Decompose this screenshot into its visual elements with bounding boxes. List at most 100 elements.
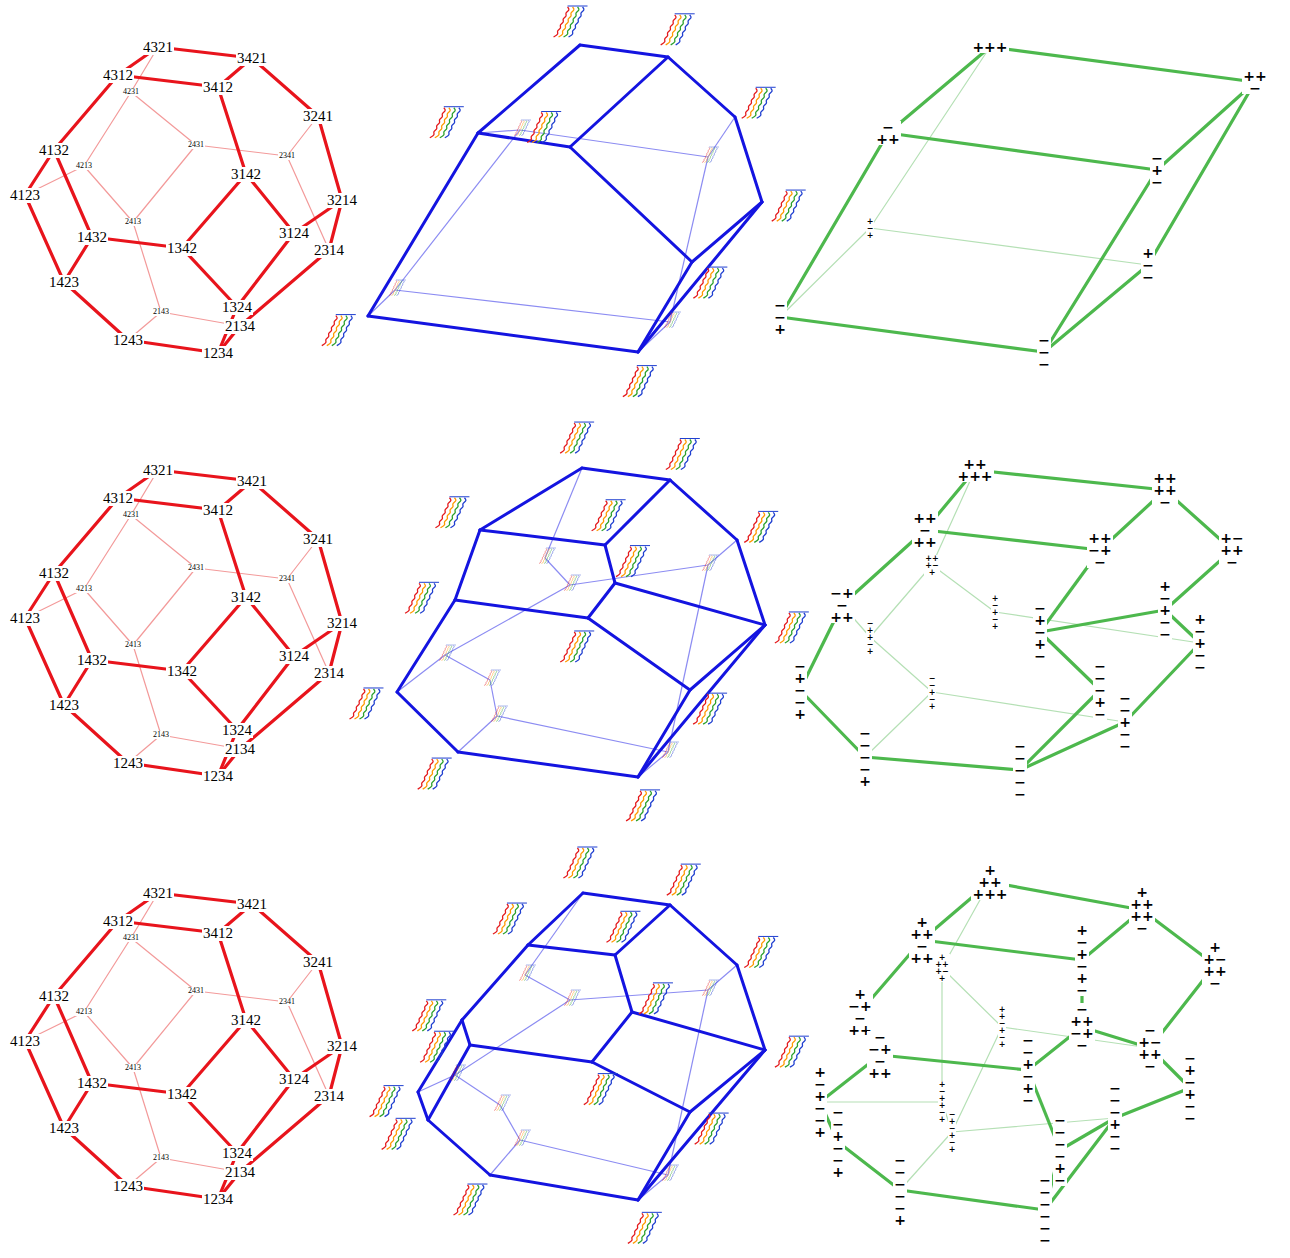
polytope-edge <box>638 625 765 777</box>
sign-vector-label: + −+ −+− <box>1075 924 1089 996</box>
wire-strand <box>592 501 607 531</box>
wire-bar <box>620 911 640 912</box>
wire-bar <box>574 630 594 631</box>
wire-strand <box>554 7 569 37</box>
sign-vector-label: −++ <box>875 121 900 145</box>
wire-strand <box>636 791 651 821</box>
permutation-label: 2314 <box>313 243 345 258</box>
wire-strand <box>639 984 654 1014</box>
wire-strand <box>666 440 681 470</box>
wire-strand <box>499 1096 507 1111</box>
wire-strand <box>387 1119 402 1149</box>
polytope-edge <box>582 468 670 480</box>
permutation-label: 2413 <box>124 218 142 226</box>
permutation-label: 1432 <box>76 1076 108 1091</box>
sign-vector-label: ++ +−+ <box>924 555 939 576</box>
permutahedron-edge <box>133 645 161 735</box>
wire-bar <box>498 706 508 707</box>
wire-strand <box>643 1213 658 1243</box>
polytope-edge <box>490 1175 638 1200</box>
cube-edge <box>838 1142 900 1190</box>
wire-strand <box>449 1066 457 1081</box>
permutation-label: 2341 <box>278 998 296 1006</box>
wiring-diagram <box>661 14 695 45</box>
permutation-label: 4312 <box>102 914 134 929</box>
permutahedron-edge <box>196 991 287 1002</box>
wire-strand <box>671 440 686 470</box>
wire-strand <box>332 316 347 346</box>
sign-vector-label: − −− −−+ <box>893 1154 907 1226</box>
sign-vector-label: − −− −−− <box>1038 1174 1052 1246</box>
wire-bar <box>606 499 626 500</box>
wire-strand <box>671 15 686 45</box>
wire-bar <box>669 742 679 743</box>
wire-strand <box>621 912 636 942</box>
wire-bar <box>444 106 464 107</box>
polytope-edge <box>528 893 583 945</box>
permutation-label: 3421 <box>236 51 268 66</box>
sign-vector-label: −−+ <box>773 299 787 335</box>
wire-bar <box>467 1184 487 1185</box>
polytope-edge-back <box>525 975 570 1000</box>
wire-strand <box>628 367 643 397</box>
wiring-diagram <box>453 1184 487 1215</box>
polytope-edge-back <box>545 468 582 558</box>
sign-vector-label: − +− ++− <box>1137 1024 1162 1072</box>
sign-vector-label: ++− <box>1242 70 1267 94</box>
wire-strand <box>514 121 522 136</box>
wire-strand <box>744 937 759 967</box>
wiring-diagram <box>628 1212 662 1243</box>
wire-bar <box>568 6 588 7</box>
permutahedron-edge <box>318 962 342 1046</box>
permutahedron-edge <box>25 1041 64 1128</box>
wire-strand <box>517 121 525 136</box>
polytope-edge <box>638 690 690 777</box>
cube-edge <box>942 968 1002 1027</box>
wire-strand <box>578 848 593 878</box>
permutahedron-edge <box>237 656 294 730</box>
wire-strand <box>337 316 352 346</box>
wiring-diagram <box>514 1130 531 1146</box>
wire-strand <box>693 694 708 724</box>
wire-strand <box>599 1075 614 1105</box>
wire-strand <box>567 576 575 591</box>
wire-strand <box>425 1032 440 1062</box>
wire-bar <box>491 670 501 671</box>
wire-strand <box>527 966 535 981</box>
permutation-label: 4132 <box>38 143 70 158</box>
wire-strand <box>754 512 769 542</box>
sign-vector-label: + −+ −++ <box>847 988 872 1036</box>
wiring-diagram <box>560 631 594 662</box>
sign-vector-label: −− −+− <box>1093 660 1107 720</box>
wiring-diagram <box>494 1095 511 1111</box>
wire-strand <box>584 1075 599 1105</box>
wiring-diagram <box>563 847 597 878</box>
wire-strand <box>759 937 774 967</box>
polytope-edge <box>638 262 692 352</box>
permutahedron-edge <box>25 195 64 282</box>
wire-strand <box>747 88 762 118</box>
permutahedron-edge <box>318 116 342 200</box>
permutahedron-edge <box>133 568 196 645</box>
sign-vector-label: −− +−− <box>1118 692 1132 752</box>
wire-strand <box>422 1001 437 1031</box>
wire-bar <box>574 422 594 423</box>
wiring-diagram <box>564 575 581 591</box>
permutation-label: 4213 <box>75 1008 93 1016</box>
permutation-label: 4123 <box>9 611 41 626</box>
cube-edge <box>952 1027 1002 1132</box>
wire-strand <box>677 865 692 895</box>
wire-strand <box>602 501 617 531</box>
wire-strand <box>703 694 718 724</box>
cube-edge <box>880 1055 1028 1070</box>
permutation-label: 3421 <box>236 897 268 912</box>
wire-bar <box>449 496 469 497</box>
permutation-label: 3124 <box>278 649 310 664</box>
polytope-edge <box>690 1050 765 1112</box>
wire-strand <box>628 1213 643 1243</box>
wire-strand <box>573 848 588 878</box>
cube-edge <box>1040 610 1165 632</box>
wiring-diagram <box>554 6 588 37</box>
permutation-label: 4213 <box>75 162 93 170</box>
wiring-diagram <box>584 1074 618 1105</box>
